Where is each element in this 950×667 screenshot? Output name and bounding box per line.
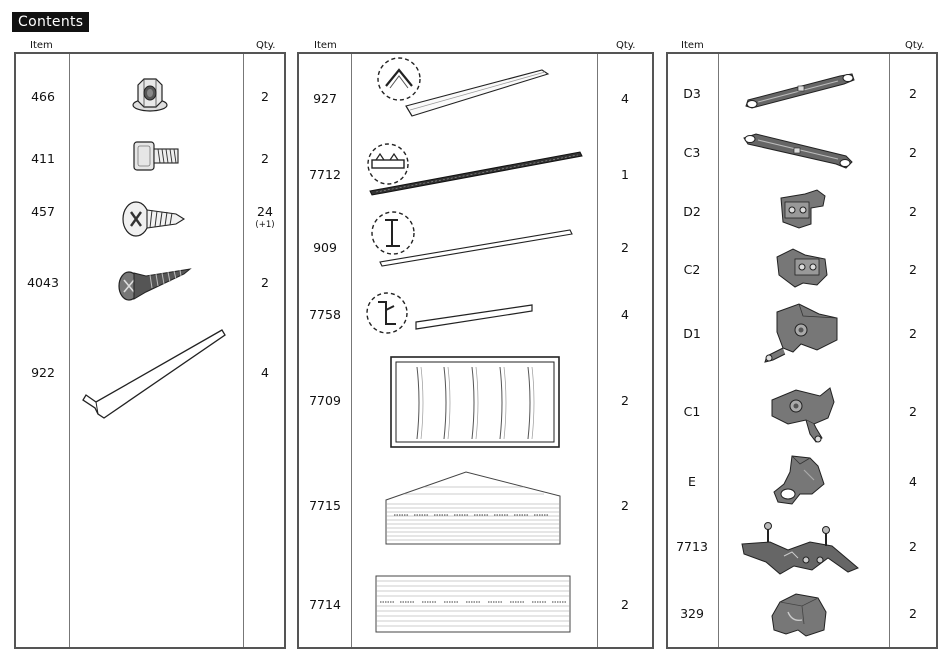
item-qty: 2	[261, 275, 269, 290]
item-number: D2	[683, 204, 701, 219]
item-number: 909	[313, 240, 337, 255]
item-qty: 4	[621, 307, 629, 322]
item-number: D1	[683, 326, 701, 341]
item-number: 329	[680, 606, 704, 621]
latch-bar-icon	[740, 518, 860, 580]
item-qty-note: (+1)	[255, 220, 274, 230]
item-header: Item	[314, 40, 337, 51]
item-number: 411	[31, 151, 55, 166]
item-qty: 2	[621, 498, 629, 513]
item-qty: 2	[909, 539, 917, 554]
item-qty: 2	[909, 145, 917, 160]
item-qty: 2	[261, 89, 269, 104]
corner-connector-icon	[763, 302, 843, 366]
item-qty: 1	[621, 167, 629, 182]
item-number: C2	[684, 262, 701, 277]
wall-panel-icon	[374, 574, 574, 636]
qty-header: Qty.	[256, 40, 275, 51]
qty-header: Qty.	[905, 40, 924, 51]
item-header: Item	[681, 40, 704, 51]
flange-nut-icon	[130, 75, 170, 115]
corner-connector-icon	[766, 382, 838, 448]
item-number: 922	[31, 365, 55, 380]
item-qty: 2	[909, 326, 917, 341]
item-number: 7713	[676, 539, 708, 554]
item-number: 7758	[309, 307, 341, 322]
item-number: 7709	[309, 393, 341, 408]
long-bracket-icon	[742, 126, 854, 174]
countersunk-screw-icon	[116, 262, 192, 302]
qty-header: Qty.	[616, 40, 635, 51]
item-number: 7714	[309, 597, 341, 612]
clip-connector-icon	[775, 188, 831, 232]
item-number: 927	[313, 91, 337, 106]
item-qty: 2	[261, 151, 269, 166]
hex-key-icon	[82, 326, 230, 422]
z-profile-icon	[364, 292, 536, 338]
item-qty: 4	[909, 474, 917, 489]
corner-trim-profile-icon	[376, 56, 552, 128]
square-head-bolt-icon	[130, 139, 182, 175]
framed-panel-icon	[389, 355, 561, 449]
item-number: 457	[31, 204, 55, 219]
item-qty: 24	[257, 204, 273, 219]
item-qty: 2	[909, 86, 917, 101]
item-qty: 2	[909, 204, 917, 219]
item-number: 466	[31, 89, 55, 104]
item-header: Item	[30, 40, 53, 51]
item-number: E	[688, 474, 696, 489]
hinge-bracket-icon	[770, 454, 830, 508]
item-number: D3	[683, 86, 701, 101]
item-qty: 2	[909, 606, 917, 621]
pan-head-screw-icon	[120, 198, 186, 240]
long-bracket-icon	[744, 68, 856, 112]
item-qty: 2	[909, 262, 917, 277]
item-qty: 2	[621, 393, 629, 408]
item-number: C3	[684, 145, 701, 160]
item-number: 4043	[27, 275, 59, 290]
item-qty: 2	[621, 240, 629, 255]
end-cap-icon	[766, 590, 830, 638]
item-qty: 2	[909, 404, 917, 419]
contents-title: Contents	[12, 12, 89, 32]
item-number: 7715	[309, 498, 341, 513]
item-qty: 4	[621, 91, 629, 106]
item-number: 7712	[309, 167, 341, 182]
item-number: C1	[684, 404, 701, 419]
item-qty: 2	[621, 597, 629, 612]
rail-profile-icon	[366, 142, 586, 198]
clip-connector-icon	[773, 245, 833, 291]
channel-profile-icon	[370, 210, 576, 270]
item-qty: 4	[261, 365, 269, 380]
gable-wall-panel-icon	[384, 470, 566, 548]
